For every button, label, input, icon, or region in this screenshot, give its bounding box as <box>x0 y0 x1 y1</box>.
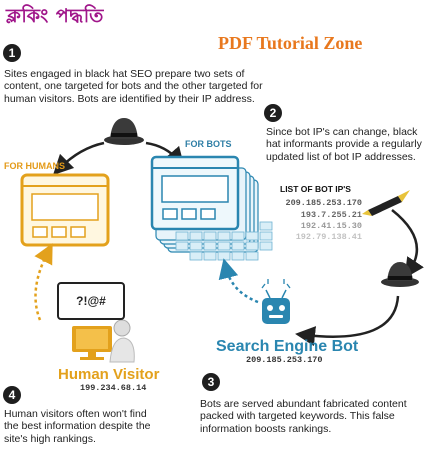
black-hat-icon <box>104 118 144 145</box>
arrow-list-to-hat <box>391 209 424 279</box>
bot-ip-4: 192.79.138.41 <box>295 232 362 242</box>
human-visitor-ip: 199.234.68.14 <box>80 383 147 393</box>
bot-ip-3: 192.41.15.30 <box>300 221 362 231</box>
for-humans-label: FOR HUMANS <box>4 161 65 171</box>
page-title: ক্লকিং পদ্ধতি <box>6 5 104 27</box>
brand-title: PDF Tutorial Zone <box>218 33 363 53</box>
bots-page-stack-icon <box>150 155 273 261</box>
step-2-text: Since bot IP's can change, black hat inf… <box>266 126 422 163</box>
for-bots-label: FOR BOTS <box>185 139 232 149</box>
bot-ip-2: 193.7.255.21 <box>300 210 362 220</box>
black-hat-2-icon <box>381 262 419 287</box>
human-visitor-title: Human Visitor <box>58 366 160 383</box>
step-1-text: Sites engaged in black hat SEO prepare t… <box>4 68 263 105</box>
step-3-text: Bots are served abundant fabricated cont… <box>200 398 407 435</box>
arrow-visitor-to-humans-page <box>34 243 53 321</box>
step-3-badge: 3 <box>202 373 220 391</box>
step-2-badge: 2 <box>264 104 282 122</box>
robot-icon <box>261 279 291 324</box>
bot-ip-list-title: LIST OF BOT IP'S <box>280 184 351 194</box>
arrow-hat-to-bot <box>295 295 400 347</box>
step-4-badge: 4 <box>3 386 21 404</box>
arrow-bot-to-bots-page <box>218 258 259 304</box>
bot-ip-1: 209.185.253.170 <box>285 198 362 208</box>
step-1-badge: 1 <box>3 44 21 62</box>
arrow-hat-to-humans <box>52 141 105 176</box>
human-visitor-icon <box>72 319 135 363</box>
step-4-text: Human visitors often won't find the best… <box>4 408 151 445</box>
search-engine-bot-title: Search Engine Bot <box>216 338 359 355</box>
confused-speech-bubble: ?!@# <box>57 282 125 320</box>
search-engine-bot-ip: 209.185.253.170 <box>246 355 323 365</box>
pencil-icon <box>362 190 410 216</box>
humans-page-icon <box>20 173 110 247</box>
